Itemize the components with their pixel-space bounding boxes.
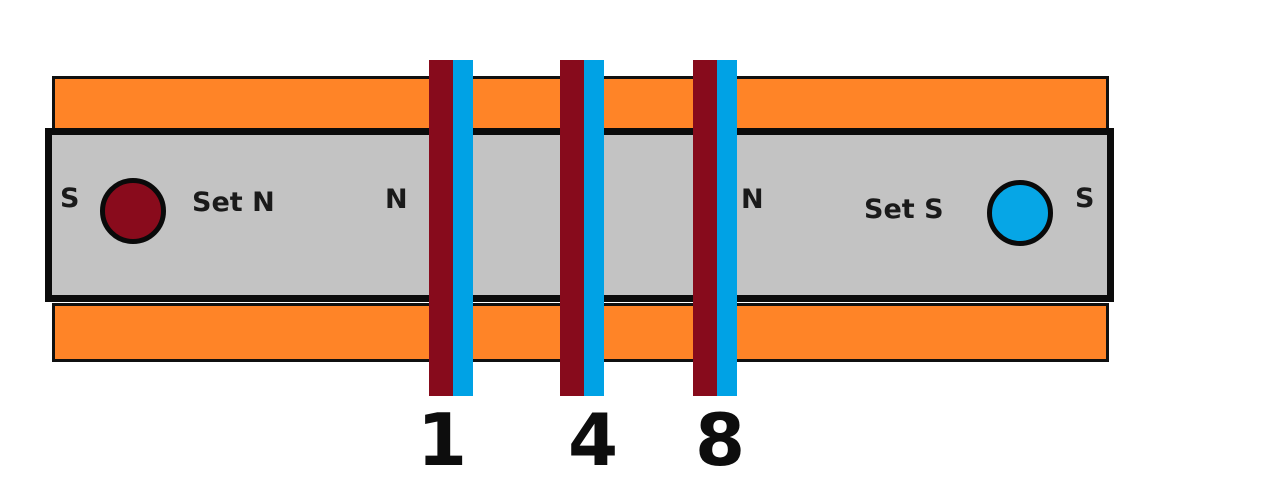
- left-pole-label: S: [60, 183, 80, 214]
- coil-number-2: 4: [568, 398, 619, 482]
- coil-8-blue-stripe: [717, 60, 737, 396]
- right-coil-pole-label: N: [741, 184, 764, 215]
- set-n-label: Set N: [192, 187, 275, 218]
- coil-4-blue-stripe: [584, 60, 604, 396]
- coil-number-1: 1: [417, 398, 468, 482]
- coil-1-blue-stripe: [453, 60, 473, 396]
- set-s-dot: [987, 180, 1053, 246]
- set-n-dot: [100, 178, 166, 244]
- coil-8-red-stripe: [693, 60, 717, 396]
- coil-number-3: 8: [695, 398, 746, 482]
- coil-4-red-stripe: [560, 60, 584, 396]
- coil-1-red-stripe: [429, 60, 453, 396]
- set-s-label: Set S: [864, 194, 944, 225]
- right-pole-label: S: [1075, 183, 1095, 214]
- left-coil-pole-label: N: [385, 184, 408, 215]
